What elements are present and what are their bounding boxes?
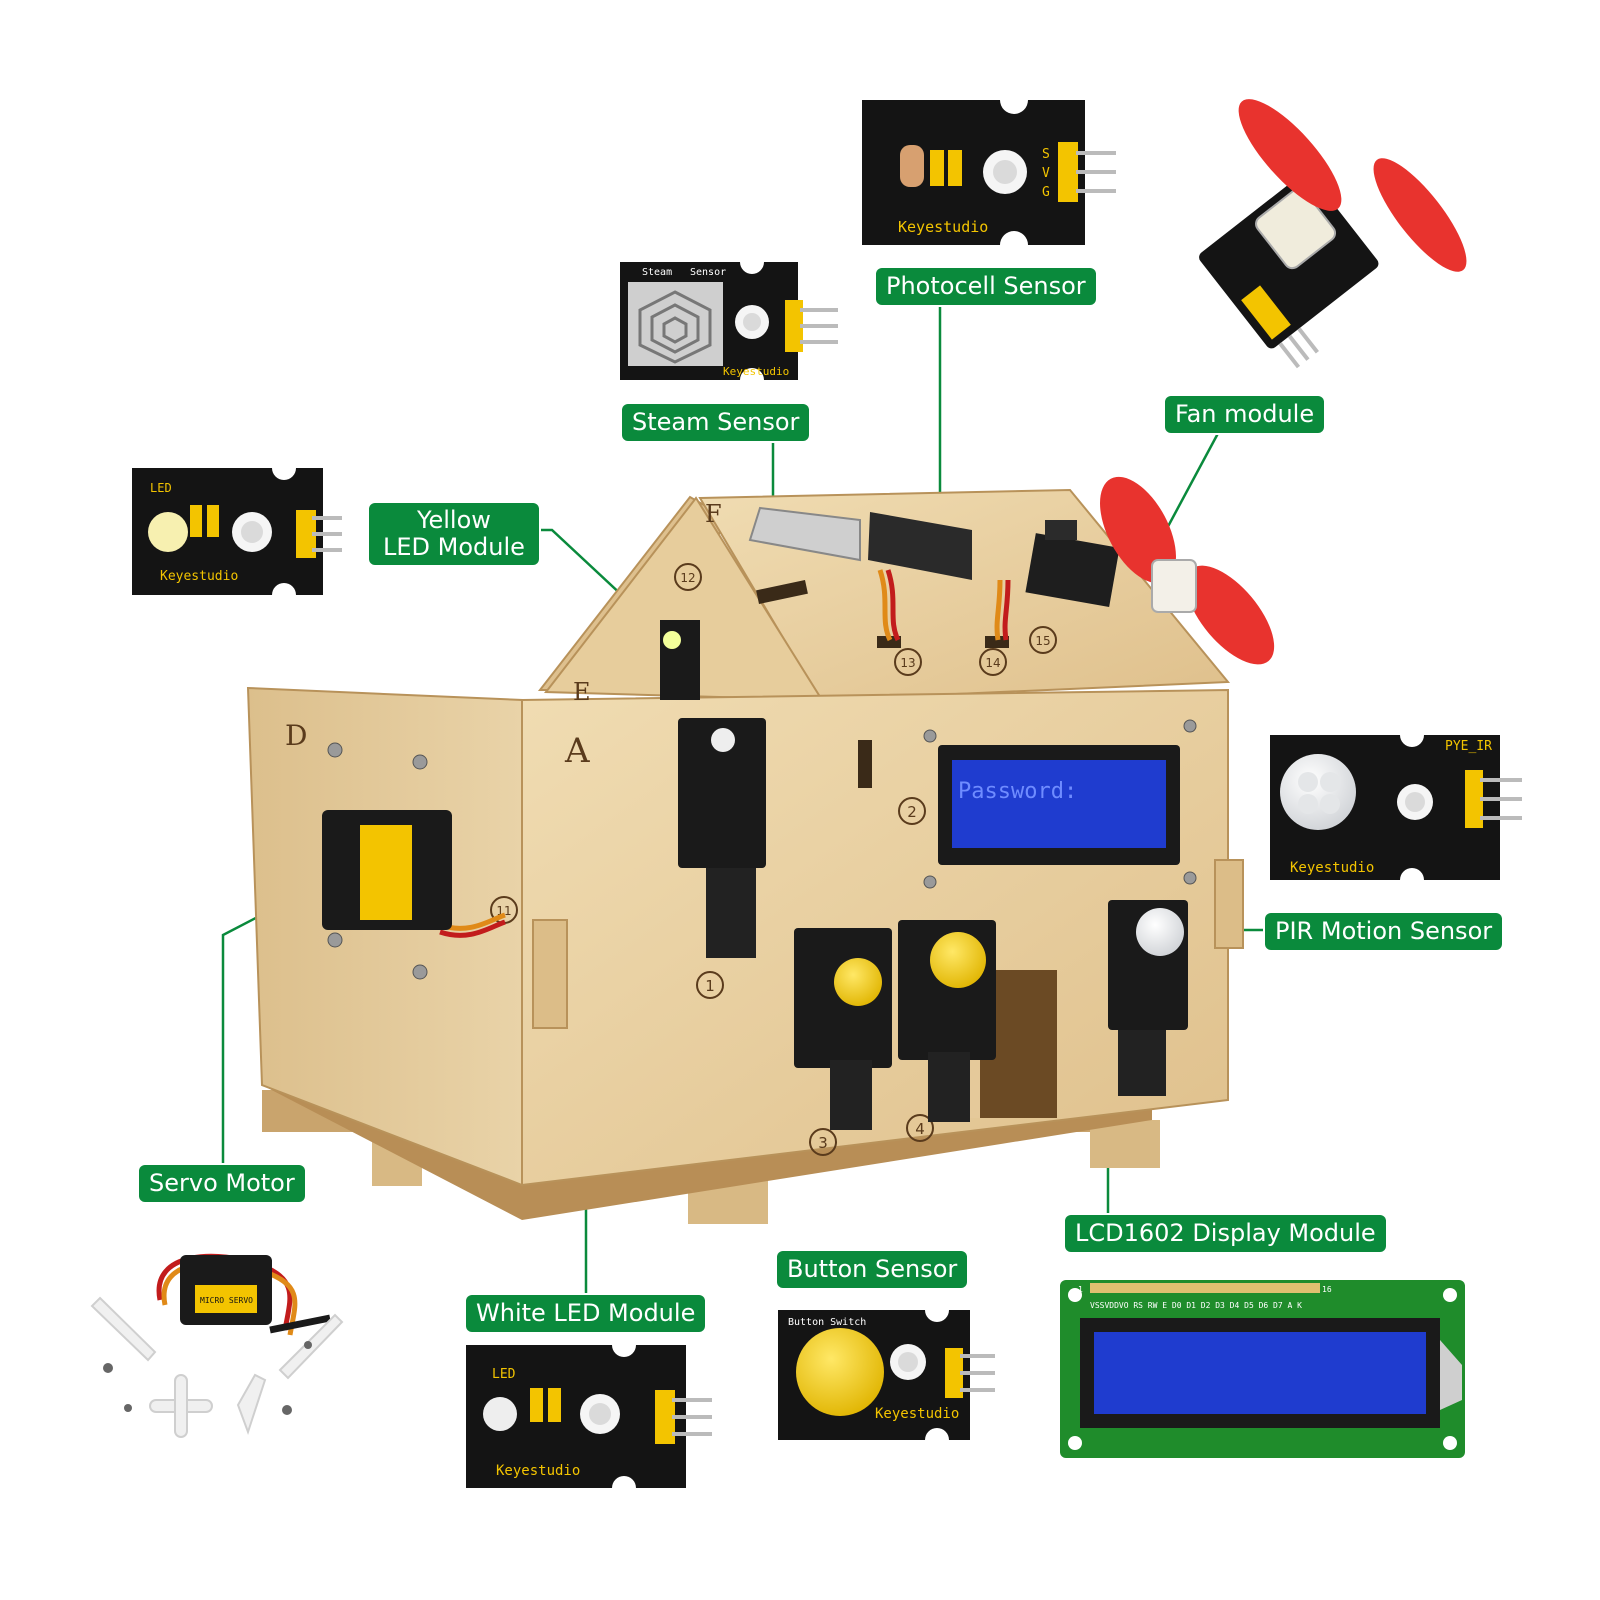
house-number-14: 14	[985, 656, 1000, 670]
photocell-pin-s: S	[1042, 147, 1050, 162]
photocell-pin-g: G	[1042, 185, 1050, 200]
label-fan-module: Fan module	[1165, 396, 1325, 433]
label-white-led-module: White LED Module	[466, 1295, 706, 1332]
servo-loose-label: MICRO SERVO	[200, 1296, 253, 1305]
fan-module	[1199, 172, 1379, 369]
label-pir-motion-sensor: PIR Motion Sensor	[1265, 913, 1503, 950]
white-led-silk: LED	[492, 1367, 516, 1382]
label-yellow-led-module: Yellow LED Module	[369, 503, 539, 565]
pir-title: PYE_IR	[1445, 739, 1492, 754]
steam-title-left: Steam	[642, 267, 672, 278]
house-lcd-text: Password:	[958, 779, 1077, 804]
label-yellow-led-line2: LED Module	[383, 533, 525, 561]
steam-brand: Keyestudio	[723, 365, 789, 378]
roof-fan-blade-upper	[1100, 476, 1176, 584]
house-button-module-left	[794, 928, 892, 1130]
white-led-module: LED Keyestudio	[466, 1345, 712, 1488]
fan-blade-upper	[1238, 99, 1342, 211]
photocell-callout-line	[935, 302, 942, 521]
roof-photocell-module	[868, 512, 972, 580]
label-servo-motor: Servo Motor	[139, 1165, 305, 1202]
label-yellow-led-line1: Yellow	[417, 506, 491, 534]
house-white-led-module	[678, 718, 766, 868]
house-number-13: 13	[900, 656, 915, 670]
label-steam-sensor: Steam Sensor	[622, 404, 810, 441]
lcd-pin-labels: VSSVDDVO RS RW E D0 D1 D2 D3 D4 D5 D6 D7…	[1090, 1301, 1302, 1310]
house-number-15: 15	[1035, 634, 1050, 648]
servo-motor-loose: MICRO SERVO	[90, 1253, 344, 1438]
roof-fan-module	[1025, 533, 1120, 608]
button-sensor-module: Button Switch Keyestudio	[778, 1310, 995, 1440]
photocell-sensor-module: S V G Keyestudio	[862, 100, 1116, 245]
house-button-module-right	[898, 920, 996, 1122]
pir-brand: Keyestudio	[1290, 860, 1374, 876]
wooden-house: A D E F 1 2 3 4 11 12 13 14 15	[246, 476, 1275, 1224]
photocell-brand: Keyestudio	[898, 218, 988, 236]
yellow-led-brand: Keyestudio	[160, 569, 238, 584]
label-lcd1602-display-module: LCD1602 Display Module	[1065, 1215, 1386, 1252]
label-photocell-sensor: Photocell Sensor	[876, 268, 1096, 305]
house-number-3: 3	[818, 1134, 828, 1152]
button-brand: Keyestudio	[875, 1406, 959, 1422]
face-letter-e: E	[573, 678, 591, 706]
face-letter-d: D	[285, 719, 307, 752]
house-yellow-led-module	[660, 620, 700, 700]
face-letter-f: F	[705, 500, 722, 528]
pir-motion-sensor-module: PYE_IR Keyestudio	[1270, 735, 1522, 880]
house-number-12: 12	[680, 571, 695, 585]
lcd1602-display-module: VSSVDDVO RS RW E D0 D1 D2 D3 D4 D5 D6 D7…	[1060, 1280, 1465, 1458]
steam-sensor-module: Steam Sensor Keyestudio	[620, 262, 838, 380]
house-number-1: 1	[705, 977, 715, 995]
photocell-pin-v: V	[1042, 166, 1050, 181]
face-letter-a: A	[564, 731, 590, 771]
roof-fan-motor	[1151, 559, 1197, 613]
yellow-led-silk: LED	[150, 481, 172, 495]
house-pir-module	[1108, 900, 1188, 1096]
roof-fan-blade-lower	[1185, 565, 1275, 665]
steam-title-right: Sensor	[690, 267, 726, 278]
yellow-led-module: LED Keyestudio	[132, 468, 342, 595]
fan-blade-lower	[1373, 158, 1467, 272]
button-title: Button Switch	[788, 1317, 866, 1328]
house-number-4: 4	[915, 1120, 925, 1138]
label-button-sensor: Button Sensor	[777, 1251, 968, 1288]
lcd-pin-end: 16	[1322, 1285, 1332, 1294]
lcd-pin-start: 1	[1078, 1285, 1083, 1294]
house-number-2: 2	[907, 803, 917, 821]
roof-steam-module	[748, 506, 861, 562]
white-led-brand: Keyestudio	[496, 1463, 580, 1479]
